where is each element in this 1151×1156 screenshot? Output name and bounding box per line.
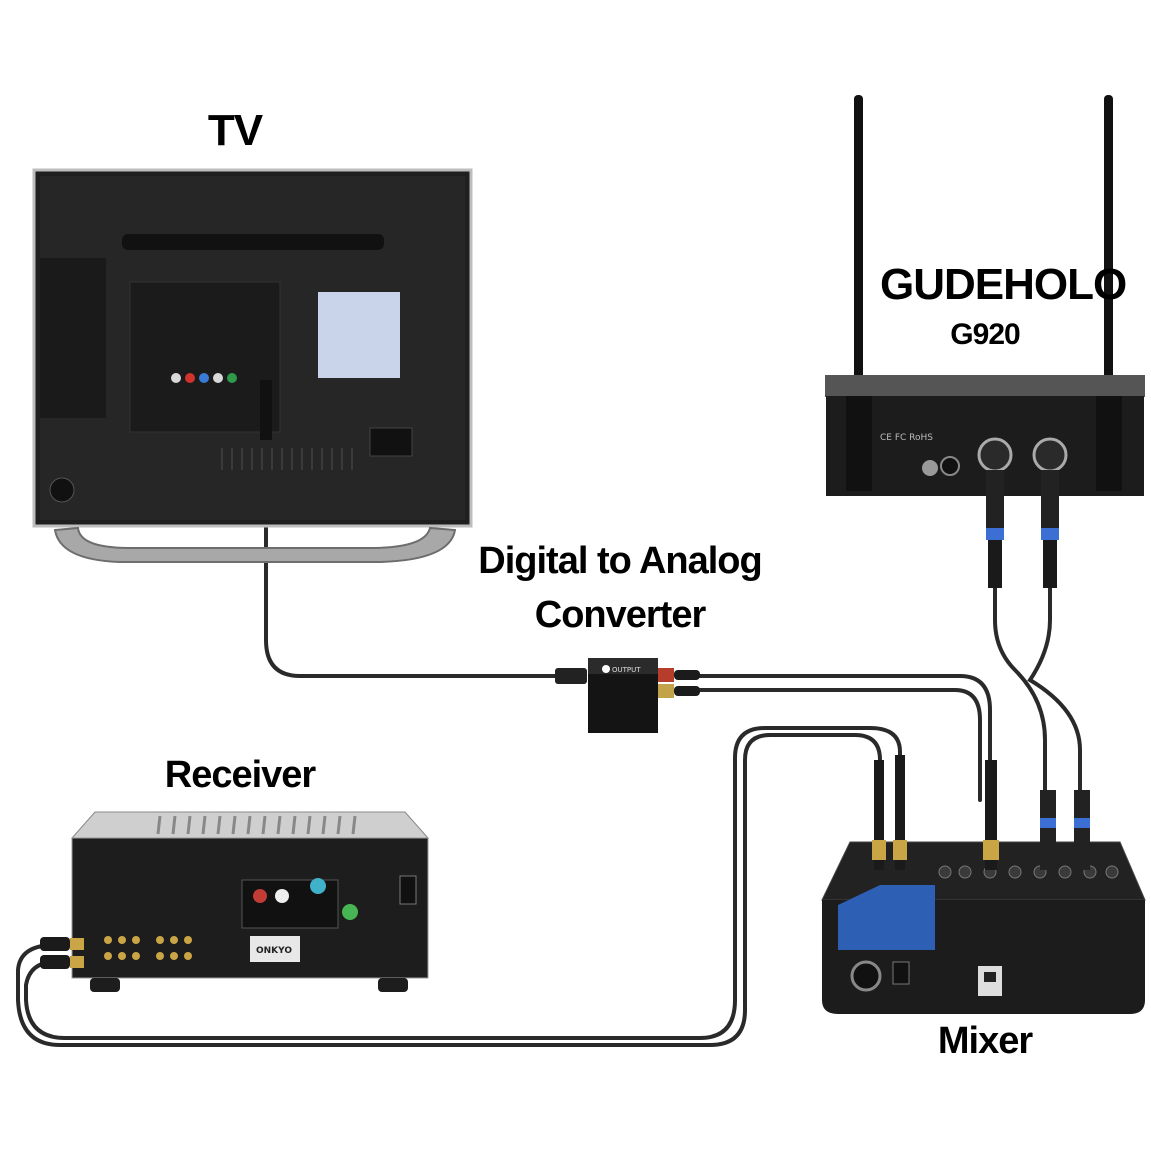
mixer-xlr-input-icon xyxy=(850,960,882,992)
receiver-foot-right xyxy=(378,978,408,992)
tv-button-icon xyxy=(49,477,75,503)
rca-cable-to-mixer-1 xyxy=(698,674,992,802)
tv-vent-slot xyxy=(122,234,384,250)
mic-model-label: G920 xyxy=(950,318,1020,351)
receiver-label: Receiver xyxy=(164,754,316,796)
tv-stand xyxy=(53,526,457,563)
xlr-cable-2 xyxy=(1027,583,1082,792)
speaker-green-icon xyxy=(342,904,358,920)
mixer-blue-panel xyxy=(838,885,935,950)
mixer-label: Mixer xyxy=(937,1020,1033,1062)
mixer-power-switch-icon xyxy=(892,961,910,985)
mixer-input-plugs xyxy=(872,755,1090,870)
tv-rca-ports xyxy=(171,373,237,383)
speaker-red-icon xyxy=(253,889,267,903)
receiver-foot-left xyxy=(90,978,120,992)
tv-vents xyxy=(221,448,353,470)
tv-label-panel xyxy=(318,292,400,378)
speaker-teal-icon xyxy=(310,878,326,894)
speaker-white-icon xyxy=(275,889,289,903)
receiver-brand-text: ONKYO xyxy=(256,946,292,956)
xlr-output-2-icon xyxy=(1032,437,1068,473)
av-receiver-device: ONKYO xyxy=(40,811,430,992)
power-socket-icon xyxy=(369,427,413,457)
receiver-cable-1 xyxy=(16,733,882,1047)
converter-label-line2: Converter xyxy=(534,594,707,636)
receiver-vents xyxy=(156,815,357,835)
mic-brand-label: GUDEHOLO xyxy=(880,260,1127,309)
antenna-base-right xyxy=(1096,396,1122,491)
dc-jack-icon xyxy=(922,460,938,476)
converter-logo-icon xyxy=(602,665,610,673)
antenna-left-icon xyxy=(854,95,863,405)
receiver-rca-grid xyxy=(104,936,192,960)
converter-device: OUTPUT xyxy=(555,658,700,733)
mixer-device xyxy=(821,755,1146,1014)
receiver-label-panel xyxy=(250,936,300,962)
compliance-text: CE FC RoHS xyxy=(880,433,933,443)
optical-cable xyxy=(264,438,562,678)
receiver-switch-icon xyxy=(399,875,417,905)
receiver-rca-plugs-icon xyxy=(40,937,84,969)
receiver-cable-2 xyxy=(24,726,902,1040)
xlr-plug-2-icon xyxy=(1041,470,1059,588)
tv-ports-area xyxy=(129,281,281,433)
converter-label-line1: Digital to Analog xyxy=(478,540,762,582)
audio-jack-icon xyxy=(940,456,960,476)
antenna-right-icon xyxy=(1104,95,1113,405)
mic-receiver-device: CE FC RoHS xyxy=(825,95,1145,588)
rca-plug-white-icon xyxy=(658,684,700,698)
tv-label: TV xyxy=(207,106,263,155)
receiver-top xyxy=(825,375,1145,397)
optical-port-icon xyxy=(260,380,272,440)
cables xyxy=(16,438,1082,1047)
antenna-base-left xyxy=(846,396,872,491)
mixer-usb-socket xyxy=(984,972,996,982)
optical-plug-icon xyxy=(555,668,587,684)
rca-cable-to-mixer-2 xyxy=(698,688,982,802)
xlr-output-1-icon xyxy=(977,437,1013,473)
rca-plug-red-icon xyxy=(658,668,700,682)
tv-device xyxy=(32,168,473,563)
xlr-plug-1-icon xyxy=(986,470,1004,588)
converter-logo-text: OUTPUT xyxy=(612,666,641,674)
xlr-cable-1 xyxy=(993,583,1047,792)
tv-side-panel xyxy=(40,258,106,418)
